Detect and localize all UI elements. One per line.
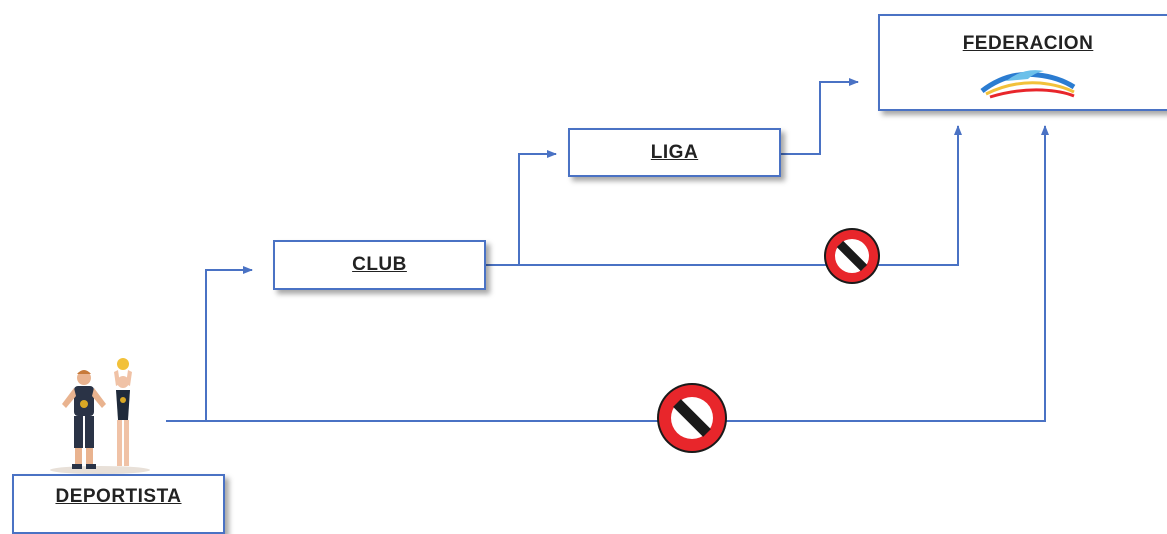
- connector-liga-federacion: [781, 78, 859, 155]
- node-deportista-label: DEPORTISTA: [55, 486, 182, 507]
- athletes-icon: [50, 358, 150, 474]
- connector-deportista-federacion: [206, 125, 1049, 422]
- prohibited-icon: [657, 383, 727, 453]
- swimming-federation-logo-icon: [980, 69, 1076, 98]
- node-club: CLUB: [273, 240, 486, 290]
- diagram-canvas: [50, 78, 1049, 474]
- node-federacion: FEDERACION: [878, 14, 1167, 111]
- node-club-label: CLUB: [352, 254, 407, 275]
- node-liga-label: LIGA: [650, 141, 699, 163]
- node-deportista: DEPORTISTA: [12, 474, 225, 534]
- node-liga: LIGA: [568, 128, 781, 177]
- prohibited-icon: [824, 228, 880, 284]
- connector-club-federacion: [519, 125, 962, 266]
- connector-club-liga: [486, 150, 557, 266]
- node-federacion-label: FEDERACION: [962, 32, 1094, 54]
- connector-deportista-club: [166, 266, 253, 422]
